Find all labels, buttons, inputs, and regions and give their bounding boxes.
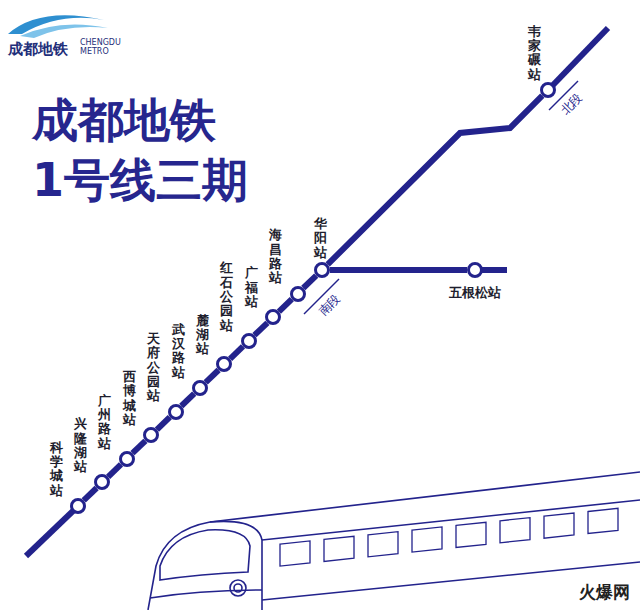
station-name: 韦家碾站	[528, 25, 541, 82]
metro-line	[206, 370, 219, 382]
station-name: 红石公园站	[220, 261, 233, 332]
station-ring	[143, 427, 159, 443]
station-name: 武汉路站	[172, 323, 185, 380]
metro-line	[230, 346, 243, 358]
station-name: 麓湖站	[196, 314, 209, 357]
station-ring	[314, 262, 330, 278]
metro-line	[108, 464, 121, 476]
map-label: 火爆网	[577, 581, 632, 604]
station-circle: 武汉路站	[192, 380, 208, 396]
metro-line	[330, 267, 467, 273]
metro-line	[303, 276, 316, 288]
station-name: 科学城站	[50, 441, 63, 498]
station-circle: 红石公园站	[241, 333, 257, 349]
station-ring	[168, 404, 184, 420]
station-circle: 五根松站	[467, 262, 483, 278]
train-window	[412, 527, 442, 552]
train-window	[500, 518, 530, 543]
station-name: 天府公园站	[147, 332, 160, 403]
train-window	[588, 508, 618, 533]
station-circle: 海昌路站	[290, 286, 306, 302]
metro-line	[279, 299, 292, 311]
station-circle: 华阳站	[314, 262, 330, 278]
train-window	[544, 513, 574, 538]
station-circle: 广福站	[265, 309, 281, 325]
station-circle: 天府公园站	[168, 404, 184, 420]
metro-line	[133, 441, 146, 453]
station-name: 华阳站	[314, 217, 327, 260]
metro-line	[328, 96, 543, 265]
train-window	[280, 541, 310, 566]
metro-line	[255, 323, 268, 335]
map-label: CHENGDU METRO	[80, 38, 124, 56]
map-label: 南段	[316, 291, 345, 320]
station-ring	[467, 262, 483, 278]
station-ring	[94, 474, 110, 490]
metro-line	[157, 417, 170, 429]
station-circle: 西博城站	[143, 427, 159, 443]
station-circle: 兴隆湖站	[94, 474, 110, 490]
map-title: 成都地铁 1号线三期	[32, 90, 312, 210]
station-ring	[241, 333, 257, 349]
train-window	[324, 536, 354, 561]
logo-wave	[20, 24, 108, 38]
station-ring	[70, 498, 86, 514]
station-ring	[119, 451, 135, 467]
station-name: 五根松站	[449, 284, 501, 302]
line-tail	[26, 510, 74, 556]
line-tail	[482, 267, 507, 273]
train-windows	[280, 508, 618, 566]
station-ring	[290, 286, 306, 302]
station-name: 海昌路站	[269, 228, 282, 285]
station-name: 广福站	[245, 266, 258, 309]
train-window	[456, 522, 486, 547]
map-label: 成都地铁	[8, 40, 68, 59]
train-drawing	[148, 472, 640, 610]
station-circle: 韦家碾站	[540, 82, 556, 98]
station-circle: 麓湖站	[216, 356, 232, 372]
station-name: 兴隆湖站	[74, 417, 87, 474]
station-ring	[265, 309, 281, 325]
station-circle: 科学城站	[70, 498, 86, 514]
station-ring	[540, 82, 556, 98]
logo-wave	[8, 15, 104, 34]
station-ring	[192, 380, 208, 396]
station-name: 广州路站	[98, 394, 111, 451]
station-ring	[216, 356, 232, 372]
station-circle: 广州路站	[119, 451, 135, 467]
map-label: 北段	[558, 90, 587, 119]
metro-line	[181, 394, 194, 406]
line-tail	[553, 28, 608, 85]
station-name: 西博城站	[123, 370, 136, 427]
train-window	[368, 532, 398, 557]
metro-line	[84, 488, 97, 500]
